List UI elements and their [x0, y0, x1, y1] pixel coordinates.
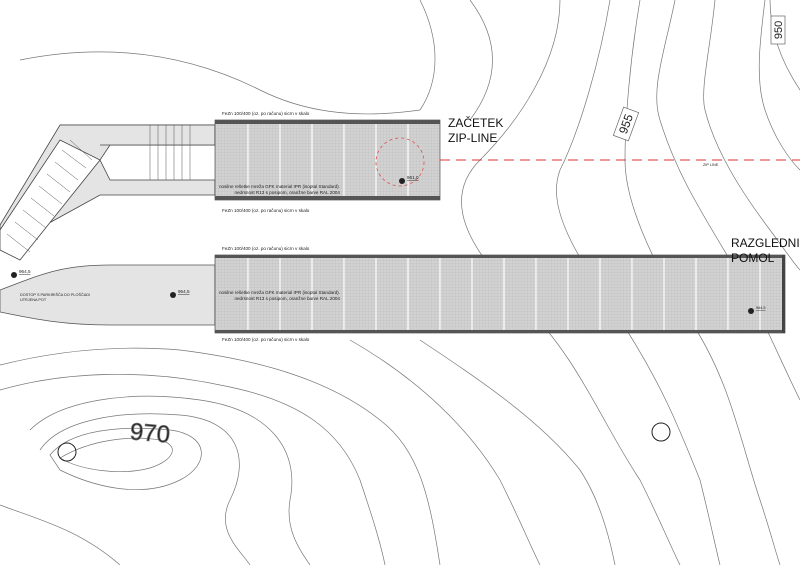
svg-text:964,5: 964,5 — [756, 306, 766, 310]
contour-label-970: 970 — [128, 418, 171, 449]
svg-text:ZIP-LINE: ZIP-LINE — [448, 131, 497, 145]
svg-text:964,5: 964,5 — [178, 289, 190, 294]
svg-text:UTRJENA POT: UTRJENA POT — [20, 298, 47, 302]
svg-text:FeZn 100/400 (oz. po računu) s: FeZn 100/400 (oz. po računu) sicrn v ska… — [222, 208, 310, 213]
svg-text:FeZn 100/400 (oz. po računu) s: FeZn 100/400 (oz. po računu) sicrn v ska… — [222, 337, 310, 342]
zipline-platform: FeZn 100/400 (oz. po računu) sicrn v ska… — [214, 111, 441, 213]
elevation-marker-icon — [170, 292, 176, 298]
elevation-marker-icon — [399, 178, 405, 184]
viewpoint-platform: FeZn 100/400 (oz. po računu) sicrn v ska… — [214, 246, 786, 342]
svg-text:970: 970 — [129, 418, 171, 448]
elevation-marker-icon — [11, 272, 17, 278]
svg-text:FeZn 100/400 (oz. po računu) s: FeZn 100/400 (oz. po računu) sicrn v ska… — [222, 246, 310, 251]
svg-text:ZAČETEK: ZAČETEK — [448, 115, 503, 130]
access-path: DOSTOP S PARKIRIŠČA DO PLOŠČADI UTRJENA … — [0, 264, 216, 326]
svg-text:961,0: 961,0 — [407, 175, 419, 180]
stairs — [6, 125, 191, 253]
svg-text:ZIP LINE: ZIP LINE — [703, 163, 719, 167]
contour-label-955: 955 — [612, 106, 640, 142]
svg-text:nosilne rešetke mreža GFK mate: nosilne rešetke mreža GFK material IPR (… — [219, 290, 340, 295]
svg-text:964,5: 964,5 — [19, 269, 31, 274]
contour-label-950: 950 — [770, 15, 786, 45]
elevation-marker-icon — [748, 308, 754, 314]
svg-text:nedrsnost R13 s posipom, oranž: nedrsnost R13 s posipom, oranžne barve R… — [234, 190, 340, 195]
svg-text:955: 955 — [616, 112, 636, 136]
svg-text:nedrsnost R13 s posipom, oranž: nedrsnost R13 s posipom, oranžne barve R… — [234, 296, 340, 301]
svg-text:950: 950 — [773, 21, 785, 39]
svg-text:POMOL: POMOL — [731, 251, 775, 265]
svg-text:nosilne rešetke mreža GFK mate: nosilne rešetke mreža GFK material IPR (… — [219, 184, 340, 189]
tree-icon — [57, 442, 77, 462]
svg-text:DOSTOP S PARKIRIŠČA DO PLOŠČAD: DOSTOP S PARKIRIŠČA DO PLOŠČADI — [20, 292, 90, 297]
tree-icon — [651, 422, 671, 442]
svg-text:RAZGLEDNI: RAZGLEDNI — [731, 236, 800, 250]
svg-text:FeZn 100/400 (oz. po računu) s: FeZn 100/400 (oz. po računu) sicrn v ska… — [222, 111, 310, 116]
upper-access-deck — [0, 124, 216, 261]
